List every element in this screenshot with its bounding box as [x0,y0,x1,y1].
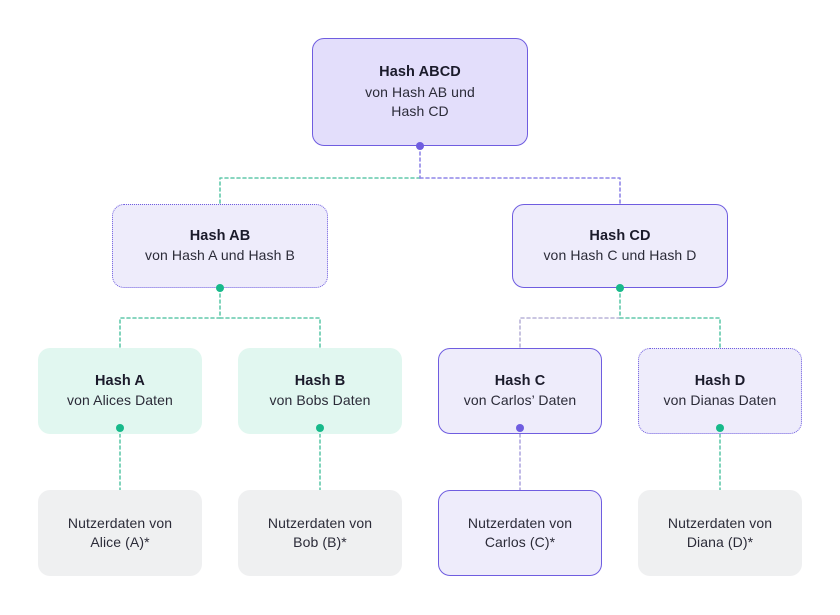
node-hash-d-title: Hash D [694,372,746,389]
junction-dot-hash-c [516,424,524,432]
junction-dot-hash-cd [616,284,624,292]
node-data-alice-line1: Nutzerdaten von [67,515,173,532]
node-hash-a-sub-line1: von Alices Daten [67,392,173,409]
node-hash-c[interactable]: Hash C von Carlos’ Daten [438,348,602,434]
edge-root-to-hash-cd [419,177,621,205]
junction-dot-hash-b [316,424,324,432]
node-hash-a-title: Hash A [94,372,146,389]
node-hash-b[interactable]: Hash B von Bobs Daten [238,348,402,434]
edge-hash-ab-to-hash-b [219,317,321,349]
node-hash-abcd-title: Hash ABCD [379,64,461,81]
node-data-carlos[interactable]: Nutzerdaten von Carlos (C)* [438,490,602,576]
junction-dot-root [416,142,424,150]
node-hash-d[interactable]: Hash D von Dianas Daten [638,348,802,434]
node-hash-cd[interactable]: Hash CD von Hash C und Hash D [512,204,728,288]
junction-dot-hash-d [716,424,724,432]
edge-hash-cd-to-hash-c [519,317,621,349]
node-data-carlos-line2: Carlos (C)* [484,534,556,550]
node-hash-c-sub-line1: von Carlos’ Daten [463,392,577,409]
node-hash-b-title: Hash B [294,372,346,389]
node-hash-a[interactable]: Hash A von Alices Daten [38,348,202,434]
node-hash-c-title: Hash C [494,372,546,389]
node-data-diana-line2: Diana (D)* [686,534,754,550]
node-data-diana-line1: Nutzerdaten von [667,515,773,532]
node-hash-cd-title: Hash CD [589,227,651,244]
node-data-alice-line2: Alice (A)* [90,534,150,550]
node-data-alice[interactable]: Nutzerdaten von Alice (A)* [38,490,202,576]
node-hash-ab[interactable]: Hash AB von Hash A und Hash B [112,204,328,288]
node-hash-abcd[interactable]: Hash ABCD von Hash AB und Hash CD [312,38,528,146]
node-hash-abcd-sub-line1: von Hash AB und [365,83,475,100]
node-hash-ab-title: Hash AB [189,227,251,244]
node-data-diana[interactable]: Nutzerdaten von Diana (D)* [638,490,802,576]
junction-dot-hash-a [116,424,124,432]
node-data-bob-line2: Bob (B)* [293,534,347,550]
node-hash-cd-sub-line1: von Hash C und Hash D [543,247,697,264]
edge-hash-ab-to-hash-a [119,317,221,349]
junction-dot-hash-ab [216,284,224,292]
node-hash-d-sub-line1: von Dianas Daten [663,392,777,409]
edge-hash-cd-to-hash-d [619,317,721,349]
node-data-bob-line1: Nutzerdaten von [267,515,373,532]
edge-root-to-hash-ab [219,177,421,205]
node-hash-b-sub-line1: von Bobs Daten [269,392,371,409]
node-hash-ab-sub-line1: von Hash A und Hash B [145,247,295,264]
node-hash-abcd-sub-line2: Hash CD [391,102,449,119]
node-data-carlos-line1: Nutzerdaten von [467,515,573,532]
node-data-bob[interactable]: Nutzerdaten von Bob (B)* [238,490,402,576]
